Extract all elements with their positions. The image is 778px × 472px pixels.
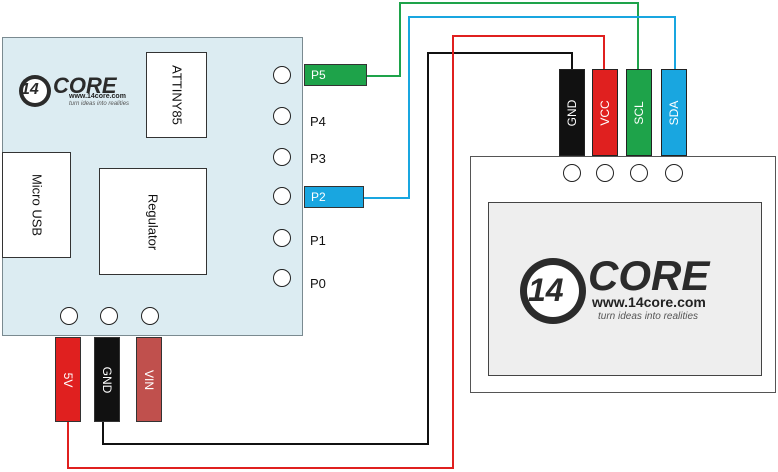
power-pin-5v: 5V: [55, 337, 81, 422]
pin-label-p4: P4: [310, 114, 326, 129]
pin-label-p5: P5: [311, 68, 326, 82]
screen-logo-word: CORE: [588, 252, 710, 299]
logo-word: CORE: [53, 73, 117, 98]
chip-label: ATTINY85: [169, 65, 184, 125]
pin-hole-p1: [273, 229, 291, 247]
screen-logo-tagline: turn ideas into realities: [598, 311, 699, 322]
screen-logo: 14 CORE www.14core.com turn ideas into r…: [518, 252, 748, 326]
pin-p5-tab: P5: [304, 64, 367, 86]
power-pin-vin: VIN: [136, 337, 162, 422]
logo-badge-icon: [19, 75, 51, 107]
oled-hole-sda: [665, 164, 683, 182]
pin-hole-p0: [273, 269, 291, 287]
logo-url: www.14core.com: [69, 93, 126, 100]
oled-pin-vcc: VCC: [592, 69, 618, 156]
oled-hole-gnd: [563, 164, 581, 182]
regulator: Regulator: [99, 168, 207, 275]
usb-label: Micro USB: [29, 173, 44, 237]
power-label-vin: VIN: [142, 369, 156, 390]
logo-tagline: turn ideas into realities: [69, 101, 130, 107]
power-label-gnd: GND: [100, 366, 114, 393]
oled-label-sda: SDA: [667, 100, 681, 125]
power-pin-gnd: GND: [94, 337, 120, 422]
oled-label-scl: SCL: [632, 100, 646, 125]
oled-label-gnd: GND: [565, 99, 579, 126]
power-hole-gnd: [100, 307, 118, 325]
wire-p5-scl: [366, 2, 639, 77]
board-logo: 14 CORE www.14core.com turn ideas into r…: [17, 73, 133, 109]
pin-p2-tab: P2: [304, 186, 364, 208]
logo-number: 14: [21, 81, 39, 98]
pin-label-p1: P1: [310, 233, 326, 248]
pin-hole-p4: [273, 107, 291, 125]
screen-logo-badge-icon: [520, 258, 586, 324]
power-hole-vin: [141, 307, 159, 325]
screen-logo-url: www.14core.com: [592, 294, 706, 310]
pin-hole-p3: [273, 148, 291, 166]
oled-hole-scl: [630, 164, 648, 182]
pin-hole-p5: [273, 66, 291, 84]
pin-label-p2: P2: [311, 190, 326, 204]
power-hole-5v: [60, 307, 78, 325]
wire-gnd-gnd: [102, 52, 573, 445]
pin-label-p3: P3: [310, 151, 326, 166]
oled-pin-gnd: GND: [559, 69, 585, 156]
wire-p2-sda: [363, 16, 676, 199]
screen-logo-number: 14: [528, 272, 564, 308]
attiny85-chip: ATTINY85: [146, 52, 207, 138]
wire-5v-vcc: [67, 35, 605, 469]
oled-hole-vcc: [596, 164, 614, 182]
regulator-label: Regulator: [145, 193, 161, 250]
micro-usb-port: Micro USB: [2, 152, 71, 258]
pin-hole-p2: [273, 187, 291, 205]
pin-label-p0: P0: [310, 276, 326, 291]
power-label-5v: 5V: [61, 372, 75, 387]
oled-label-vcc: VCC: [598, 99, 612, 126]
oled-pin-sda: SDA: [661, 69, 687, 156]
oled-pin-scl: SCL: [626, 69, 652, 156]
